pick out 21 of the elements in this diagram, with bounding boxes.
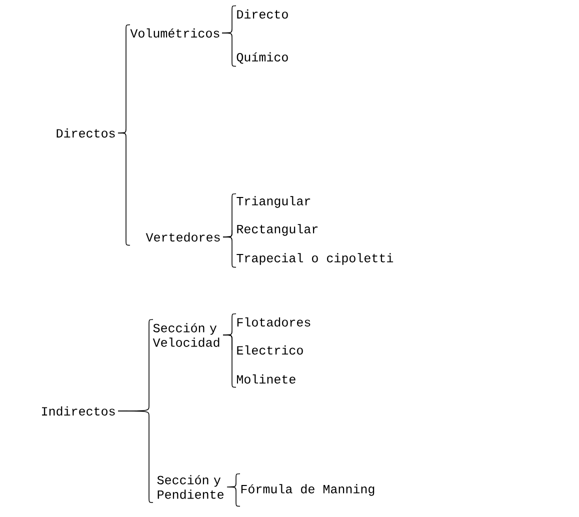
category-label: Triangular bbox=[236, 196, 310, 208]
category-label: Fórmula de Manning bbox=[241, 484, 374, 496]
category-label: Flotadores bbox=[237, 317, 310, 327]
brace bbox=[222, 32, 236, 67]
brace bbox=[222, 334, 236, 388]
category-label: Vertedores bbox=[146, 232, 220, 242]
category-label: Sección y Pendiente bbox=[157, 475, 224, 499]
brace bbox=[118, 132, 130, 246]
category-label: Directo bbox=[237, 9, 288, 19]
brace bbox=[118, 410, 154, 503]
category-label: Indirectos bbox=[42, 406, 115, 416]
category-label: Sección y Velocidad bbox=[152, 323, 220, 347]
brace bbox=[226, 473, 240, 507]
category-label: Directos bbox=[56, 128, 115, 138]
category-label: Volumétricos bbox=[130, 28, 220, 38]
brace bbox=[222, 236, 236, 268]
category-label: Molinete bbox=[236, 374, 296, 384]
category-label: Químico bbox=[236, 52, 288, 64]
category-label: Rectangular bbox=[237, 224, 318, 236]
category-label: Electrico bbox=[237, 345, 303, 355]
category-label: Trapecial o cipoletti bbox=[236, 253, 394, 265]
